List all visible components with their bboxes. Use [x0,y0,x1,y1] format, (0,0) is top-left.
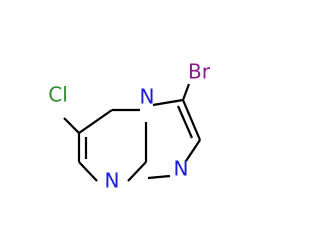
bond-c2i-n [185,139,201,162]
nitrogen-bridge-label: N [140,85,155,109]
nitrogen-pyrimidine-label: N [105,169,120,193]
bond-c6-c5 [78,109,113,134]
molecule-structure-diagram: Cl Br N N N [48,59,211,193]
chlorine-atom-label: Cl [48,83,68,107]
bond-n1-c2 [78,161,98,182]
bond-c8a-n1 [127,161,147,182]
bond-c6-cl [63,117,80,134]
bond-c3-c2i [181,99,202,141]
bromine-atom-label: Br [188,60,211,84]
bond-c3-br [181,83,191,101]
bond-n-c8a [147,174,171,180]
bond-n4-c3 [152,98,184,107]
nitrogen-imidazole-label: N [174,157,189,181]
bond-c3-c2i-double [176,105,194,139]
